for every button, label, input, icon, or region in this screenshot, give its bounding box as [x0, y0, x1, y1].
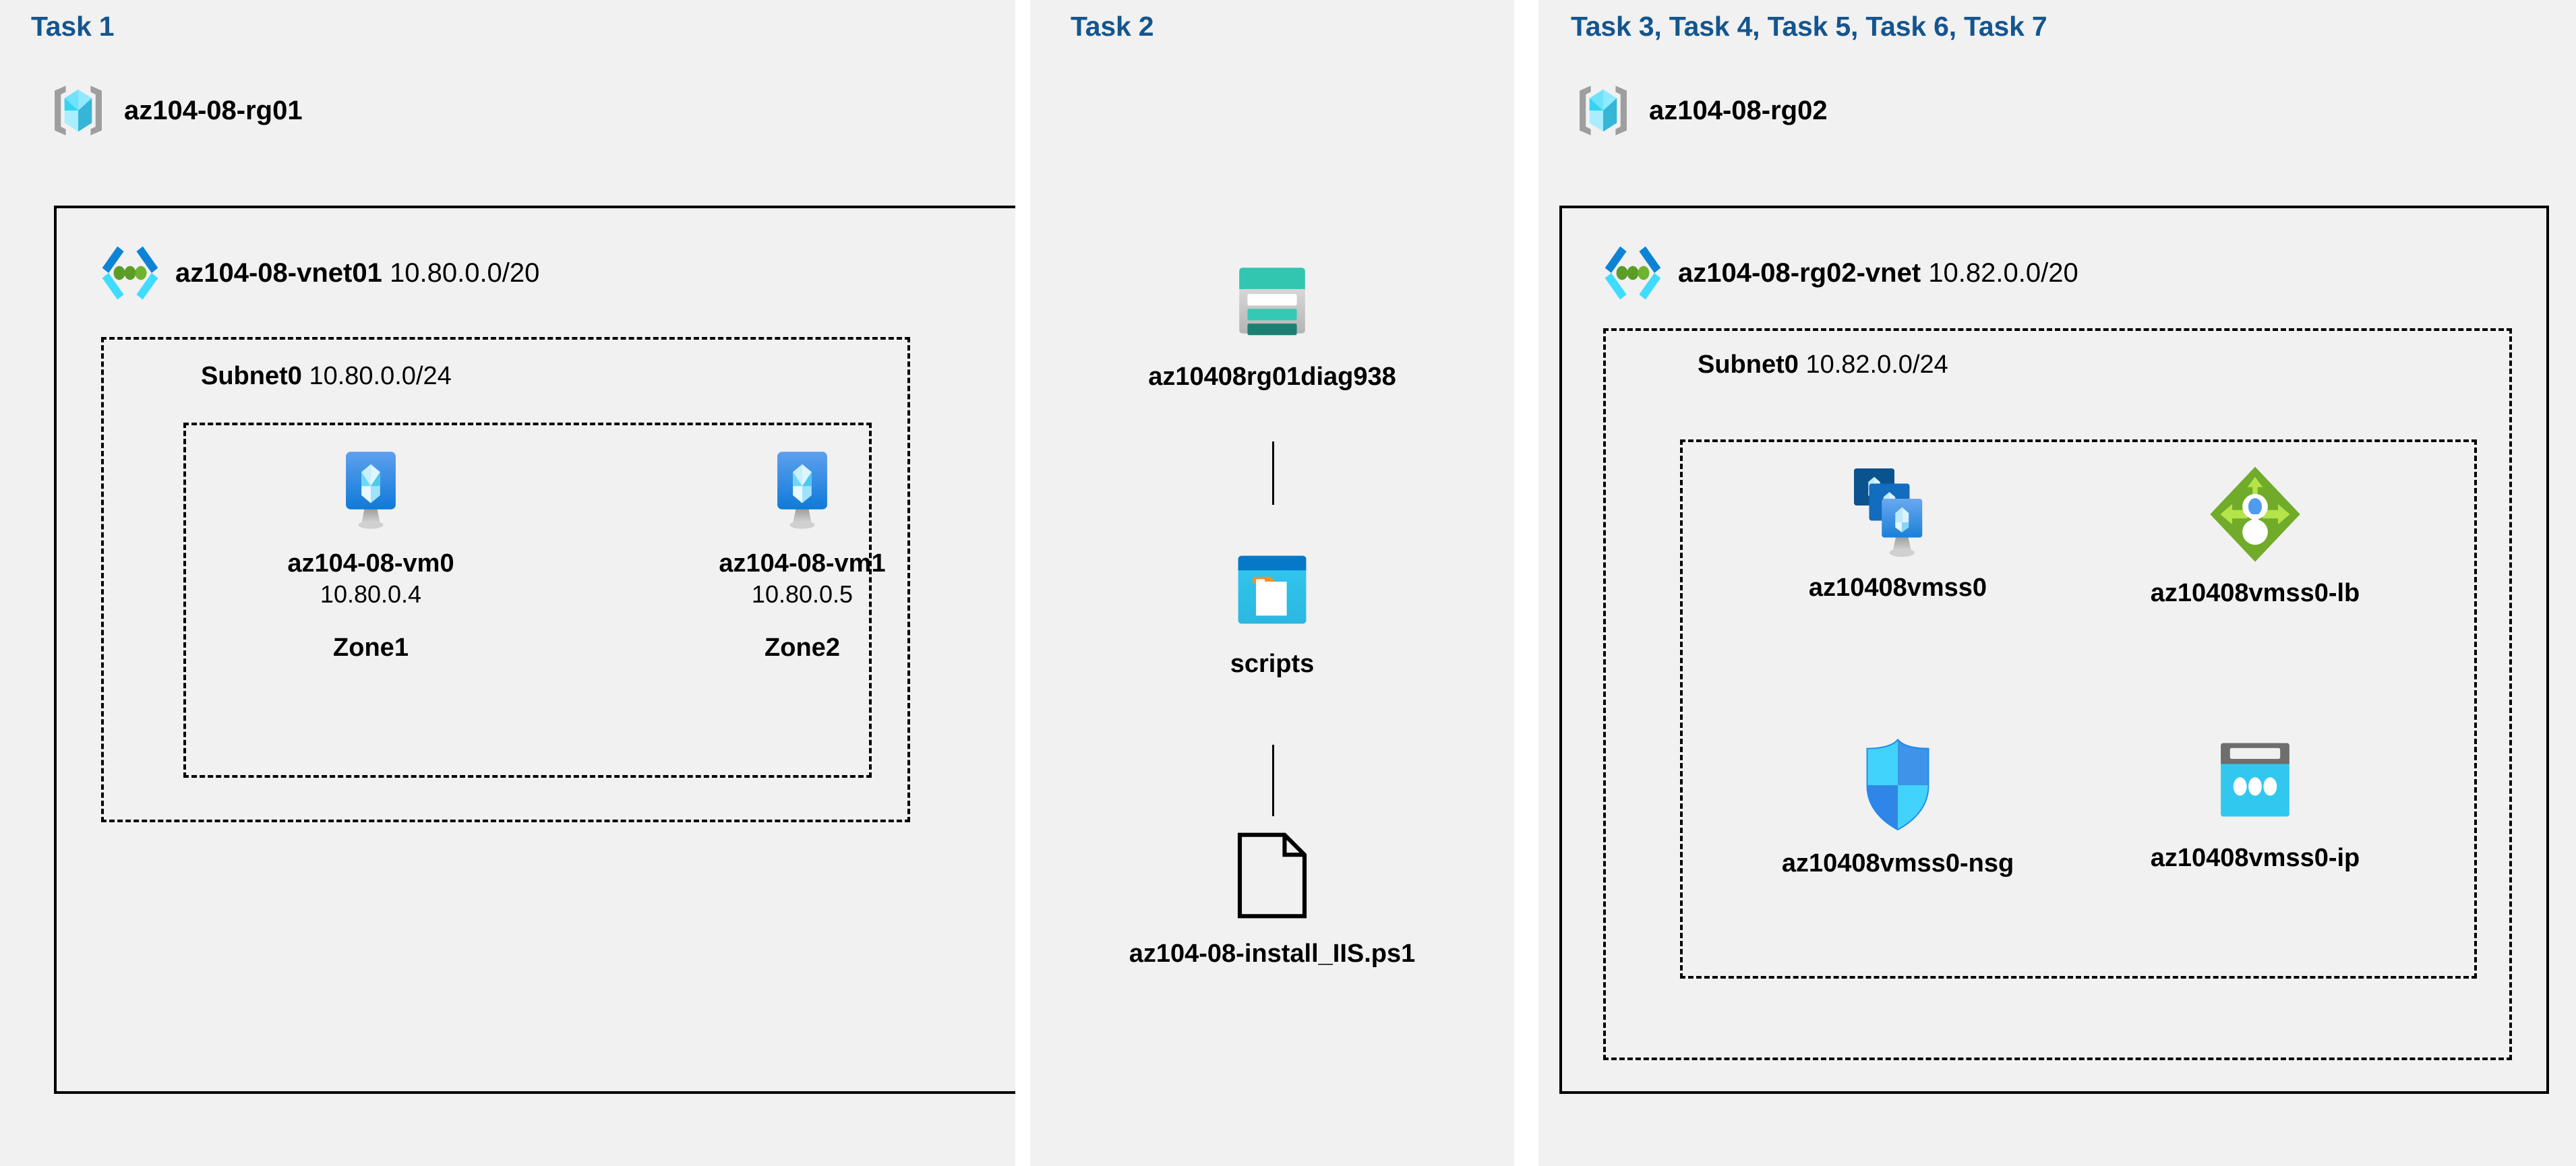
availability-zone-boundary [183, 423, 872, 778]
node-file-install-iis[interactable]: az104-08-install_IIS.ps1 [1067, 832, 1478, 969]
node-label: az104-08-vm0 [287, 549, 454, 578]
blob-container-icon [1232, 549, 1313, 649]
node-label: az10408vmss0-nsg [1781, 849, 2014, 878]
node-zone: Zone1 [333, 633, 409, 662]
resource-group-icon [1572, 80, 1634, 142]
node-label: az10408vmss0-ip [2150, 844, 2360, 872]
virtual-machine-icon [332, 450, 410, 549]
vnet02-boundary [1559, 206, 2549, 1094]
subnet02-name: Subnet0 [1698, 350, 1799, 379]
virtual-network-icon [1601, 241, 1665, 305]
vnet02-name: az104-08-rg02-vnet [1678, 257, 1921, 288]
node-label: scripts [1230, 650, 1315, 678]
resource-group-rg02-label: az104-08-rg02 [1649, 95, 1828, 125]
vnet01-name: az104-08-vnet01 [175, 257, 382, 288]
vnet01-label: az104-08-vnet01 10.80.0.0/20 [175, 258, 539, 288]
connector-storage-to-scripts [1272, 441, 1274, 505]
node-az104-08-vm0[interactable]: az104-08-vm0 10.80.0.4 Zone1 [256, 450, 485, 663]
subnet01-boundary [101, 337, 910, 822]
vnet02-cidr: 10.82.0.0/20 [1928, 257, 2078, 288]
subnet01-title: Subnet0 10.80.0.0/24 [201, 362, 452, 391]
node-label: az10408vmss0-lb [2150, 579, 2360, 607]
node-label: az10408vmss0 [1808, 574, 1987, 602]
vnet02-label: az104-08-rg02-vnet 10.82.0.0/20 [1678, 258, 2078, 288]
node-vm-scale-set[interactable]: az10408vmss0 [1753, 465, 2043, 603]
vnet01-header: az104-08-vnet01 10.80.0.0/20 [98, 241, 539, 305]
node-load-balancer[interactable]: az10408vmss0-lb [2103, 465, 2407, 609]
task1-heading: Task 1 [31, 11, 115, 42]
node-az104-08-vm1[interactable]: az104-08-vm1 10.80.0.5 Zone2 [688, 450, 917, 663]
node-blob-container-scripts[interactable]: scripts [1094, 549, 1451, 679]
task2-heading: Task 2 [1071, 11, 1154, 42]
node-zone: Zone2 [765, 633, 840, 662]
vmss-group-boundary [1680, 439, 2477, 979]
file-icon [1234, 832, 1310, 939]
subnet02-title: Subnet0 10.82.0.0/24 [1698, 350, 1948, 379]
node-label: az104-08-vm1 [719, 549, 886, 578]
panel-task1 [0, 0, 1015, 1166]
node-network-security-group[interactable]: az10408vmss0-nsg [1739, 738, 2056, 879]
vnet02-header: az104-08-rg02-vnet 10.82.0.0/20 [1601, 241, 2078, 305]
public-ip-address-icon [2216, 738, 2294, 843]
virtual-network-icon [98, 241, 162, 305]
connector-scripts-to-file [1272, 745, 1274, 816]
storage-account-icon [1231, 259, 1313, 362]
node-storage-account[interactable]: az10408rg01diag938 [1094, 259, 1451, 392]
subnet01-name: Subnet0 [201, 362, 302, 390]
resource-group-rg01-label: az104-08-rg01 [124, 95, 303, 125]
vm-scale-set-icon [1847, 465, 1948, 573]
vnet01-cidr: 10.80.0.0/20 [389, 257, 540, 288]
resource-group-rg01: az104-08-rg01 [47, 80, 303, 142]
virtual-machine-icon [763, 450, 841, 549]
node-ip-address: 10.80.0.4 [320, 580, 422, 608]
subnet02-cidr: 10.82.0.0/24 [1805, 350, 1948, 379]
subnet02-boundary [1603, 328, 2512, 1060]
resource-group-icon [47, 80, 109, 142]
node-public-ip-address[interactable]: az10408vmss0-ip [2103, 738, 2407, 873]
task3-heading: Task 3, Task 4, Task 5, Task 6, Task 7 [1571, 11, 2047, 42]
network-security-group-icon [1859, 738, 1937, 849]
node-ip-address: 10.80.0.5 [751, 580, 853, 608]
resource-group-rg02: az104-08-rg02 [1572, 80, 1828, 142]
node-label: az10408rg01diag938 [1148, 363, 1396, 391]
node-label: az104-08-install_IIS.ps1 [1129, 940, 1416, 968]
subnet01-cidr: 10.80.0.0/24 [309, 362, 452, 390]
panel-task3 [1538, 0, 2576, 1166]
load-balancer-icon [2208, 465, 2302, 578]
